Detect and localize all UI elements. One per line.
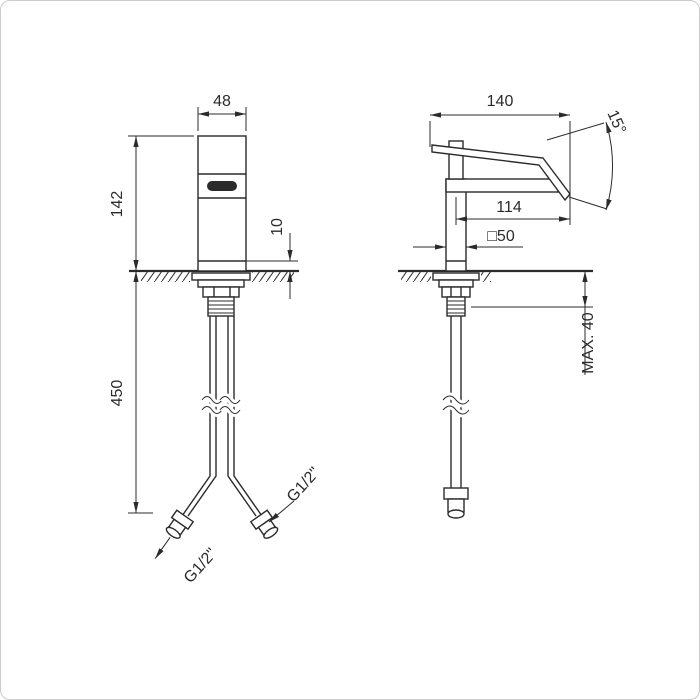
label-hose-thread-right: G1/2" bbox=[268, 464, 324, 523]
side-hatch-left bbox=[401, 272, 431, 282]
dim-spout-reach-label: 114 bbox=[496, 199, 522, 216]
side-hose-fitting bbox=[443, 487, 469, 519]
spout-outlet-slot bbox=[207, 181, 237, 191]
dim-total-depth-label: 140 bbox=[487, 93, 514, 110]
dim-base-ring-height: 10 bbox=[246, 218, 298, 299]
front-hatch-right bbox=[252, 272, 294, 282]
front-faucet-body bbox=[197, 135, 247, 272]
front-mounting-nut bbox=[202, 286, 240, 298]
side-mounting-nut bbox=[441, 286, 471, 298]
dim-body-width-label: 48 bbox=[213, 93, 231, 110]
dim-base-section-label: □50 bbox=[487, 228, 515, 245]
dim-handle-angle-label: 15° bbox=[603, 108, 628, 137]
dim-body-height: 142 bbox=[109, 135, 194, 271]
side-threaded-shank bbox=[446, 296, 466, 317]
dim-body-height-label: 142 bbox=[109, 191, 126, 218]
side-spout bbox=[445, 178, 559, 193]
front-hose-break-marks bbox=[199, 393, 243, 417]
front-body-outline bbox=[197, 135, 247, 272]
dim-handle-angle: 15° bbox=[546, 108, 629, 211]
dim-base-section: □50 bbox=[413, 228, 523, 250]
dim-spout-reach: 114 bbox=[455, 197, 570, 225]
front-view: 48 142 10 450 G1/2" G1/2" bbox=[109, 93, 323, 587]
dim-max-deck-thickness: MAX. 40 bbox=[471, 271, 597, 375]
hose-thread-left-label: G1/2" bbox=[181, 545, 221, 586]
dim-hose-length-label: 450 bbox=[109, 380, 126, 407]
dim-base-ring-height-label: 10 bbox=[269, 218, 286, 236]
label-hose-thread-left: G1/2" bbox=[181, 545, 221, 586]
front-hose-fitting-left bbox=[154, 509, 195, 559]
front-mounting-hardware bbox=[191, 272, 251, 317]
dim-hose-length: 450 bbox=[109, 271, 153, 514]
left-hose-axis-arrow bbox=[154, 537, 171, 559]
dim-total-depth: 140 bbox=[429, 93, 571, 225]
side-hatch-right bbox=[481, 272, 491, 282]
front-hatch-left bbox=[141, 272, 190, 282]
front-threaded-shank bbox=[207, 296, 235, 317]
side-lever-handle bbox=[431, 144, 571, 202]
dim-body-width: 48 bbox=[197, 93, 247, 131]
side-mounting-hardware bbox=[432, 272, 480, 317]
hose-thread-right-label: G1/2" bbox=[284, 464, 324, 505]
side-hose-break-marks bbox=[440, 392, 472, 418]
side-view: 140 15° 114 □50 MAX. 40 bbox=[398, 93, 629, 519]
front-hoses bbox=[181, 316, 263, 517]
side-counter-surface bbox=[398, 269, 593, 282]
dim-max-deck-thickness-label: MAX. 40 bbox=[580, 312, 597, 373]
